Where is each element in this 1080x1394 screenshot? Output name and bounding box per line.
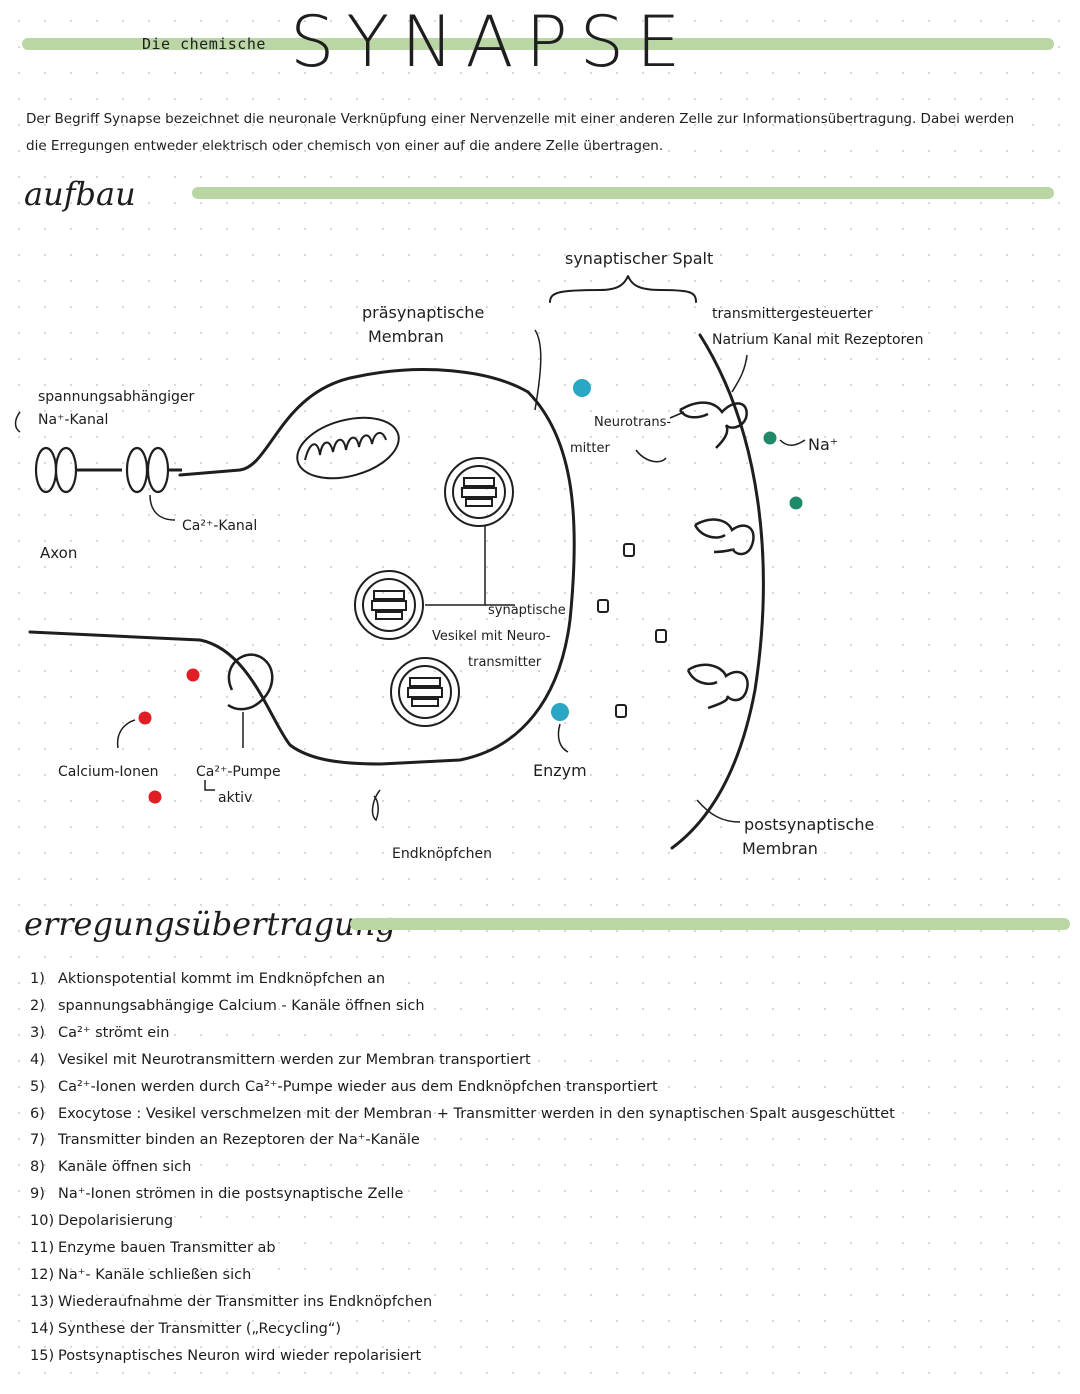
label-ca-pumpe: Ca²⁺-Pumpe	[196, 764, 281, 780]
step-item: 7)Transmitter binden an Rezeptoren der N…	[30, 1132, 420, 1149]
enzyme-molecule	[551, 703, 569, 721]
enzyme-molecule	[573, 379, 591, 397]
na-channel-icon	[34, 446, 122, 494]
step-item: 2)spannungsabhängige Calcium - Kanäle öf…	[30, 997, 425, 1014]
label-synaptischer-spalt: synaptischer Spalt	[565, 249, 713, 268]
section-heading-erregungsuebertragung: erregungsübertragung	[24, 905, 396, 943]
label-aktiv: aktiv	[218, 790, 252, 806]
sodium-ion	[789, 496, 803, 510]
calcium-ion	[148, 790, 162, 804]
page-title: SYNAPSE	[290, 1, 693, 83]
axon-upper-membrane	[178, 368, 530, 477]
step-item: 13)Wiederaufnahme der Transmitter ins En…	[30, 1293, 433, 1310]
label-transmittergesteuert: transmittergesteuerter	[712, 306, 873, 322]
section-heading-aufbau: aufbau	[24, 175, 136, 213]
title-subtitle: Die chemische	[142, 35, 266, 53]
transmitter-molecule	[623, 543, 635, 557]
transmitter-molecule	[615, 704, 627, 718]
ca-channel-icon	[125, 446, 182, 521]
receptor-icon	[686, 663, 749, 710]
label-postsynaptische: postsynaptische	[744, 815, 874, 834]
calcium-ion	[186, 668, 200, 682]
label-neurotransmitter-1: Neurotrans-	[594, 415, 671, 430]
vesicle-icon	[354, 570, 424, 640]
step-item: 6)Exocytose : Vesikel verschmelzen mit d…	[30, 1105, 895, 1122]
spalt-brace	[549, 275, 697, 303]
step-item: 4)Vesikel mit Neurotransmittern werden z…	[30, 1051, 531, 1068]
mitochondrion-icon	[296, 416, 400, 480]
transmitter-molecule	[597, 599, 609, 613]
label-praesynaptische: präsynaptische	[362, 303, 484, 322]
postsynaptic-membrane	[670, 333, 765, 850]
steps-list: 1)Aktionspotential kommt im Endknöpfchen…	[30, 966, 895, 1370]
title-highlight	[22, 38, 1054, 50]
calcium-ion	[138, 711, 152, 725]
step-item: 10)Depolarisierung	[30, 1213, 174, 1230]
label-spannungsabhaengig: spannungsabhängiger	[38, 389, 195, 405]
label-membran: Membran	[368, 327, 444, 346]
presynaptic-membrane	[28, 390, 576, 766]
step-item: 5)Ca²⁺-Ionen werden durch Ca²⁺-Pumpe wie…	[30, 1078, 658, 1095]
label-vesikel-2: Vesikel mit Neuro-	[432, 629, 551, 644]
label-endknoepfchen: Endknöpfchen	[392, 846, 492, 862]
erregung-highlight	[350, 918, 1070, 930]
label-vesikel-1: synaptische	[488, 603, 566, 618]
step-item: 3)Ca²⁺ strömt ein	[30, 1024, 170, 1041]
step-item: 11)Enzyme bauen Transmitter ab	[30, 1240, 276, 1257]
label-axon: Axon	[40, 544, 77, 562]
sodium-ion	[763, 431, 777, 445]
step-item: 15)Postsynaptisches Neuron wird wieder r…	[30, 1347, 422, 1364]
intro-paragraph: Der Begriff Synapse bezeichnet die neuro…	[26, 111, 1015, 154]
receptor-icon	[678, 401, 748, 449]
label-postsyn-membran: Membran	[742, 839, 818, 858]
label-ca-kanal: Ca²⁺-Kanal	[182, 518, 257, 534]
vesicle-icon	[390, 657, 460, 727]
label-vesikel-3: transmitter	[468, 655, 542, 670]
transmitter-molecule	[655, 629, 667, 643]
label-enzym: Enzym	[533, 761, 587, 780]
label-na-kanal: Na⁺-Kanal	[38, 412, 108, 428]
label-neurotransmitter-2: mitter	[570, 441, 610, 456]
vesicle-icon	[444, 457, 514, 527]
step-item: 1)Aktionspotential kommt im Endknöpfchen…	[30, 971, 386, 987]
label-na-ion: Na⁺	[808, 435, 838, 454]
step-item: 14)Synthese der Transmitter („Recycling“…	[30, 1320, 342, 1337]
label-calcium-ionen: Calcium-Ionen	[58, 764, 158, 780]
receptor-icon	[693, 518, 755, 556]
step-item: 8)Kanäle öffnen sich	[30, 1159, 192, 1176]
step-item: 12)Na⁺- Kanäle schließen sich	[30, 1266, 252, 1283]
label-natrium-kanal: Natrium Kanal mit Rezeptoren	[712, 332, 923, 348]
step-item: 9)Na⁺-Ionen strömen in die postsynaptisc…	[30, 1186, 404, 1203]
ca-pump-icon	[227, 653, 274, 748]
synapse-diagram: spannungsabhängiger Na⁺-Kanal Ca²⁺-Kanal…	[14, 249, 923, 862]
aufbau-highlight	[192, 187, 1054, 199]
